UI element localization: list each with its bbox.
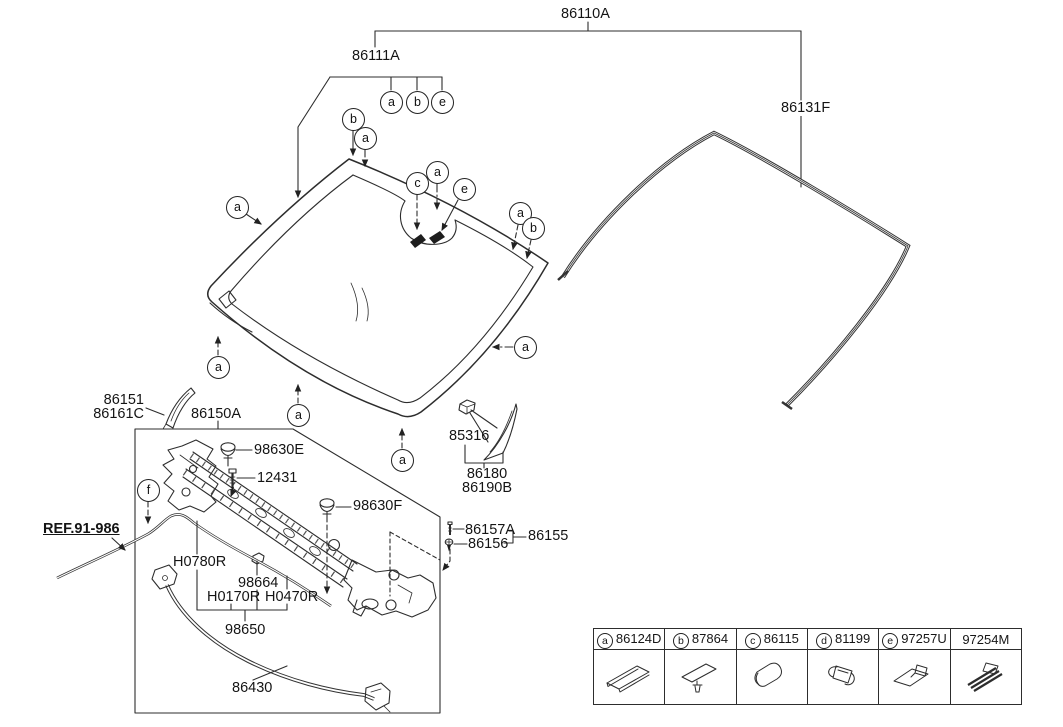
moulding-strip-icon [606,665,650,692]
callout-marker-c-mirror: c [406,172,429,195]
legend-cell-87864 [664,649,737,705]
callout-marker-e-mirror: e [453,178,476,201]
layered-pad-icon [967,662,1003,692]
legend-part-number: 97257U [901,630,947,646]
part-label-cowl-assy: 86150A [191,406,241,422]
part-label-hose-clip: 98664 [238,575,279,591]
part-label-garnish-lower: 86190B [462,479,512,496]
callout-marker-b-top: b [342,108,365,131]
part-label-glass: 86111A [352,48,400,64]
cowl-panel-drawing [162,439,441,618]
part-label-garnish-upper: 86180 [466,466,508,482]
legend-cell-97257u [878,649,951,705]
part-label-weatherstrip: 86430 [232,680,273,696]
part-label-bolt: 12431 [257,470,298,486]
molding-drawing [557,130,911,411]
legend-header-97254m: 97254M [949,628,1023,650]
part-label-pillar-trim: 86151 86161C [70,392,144,422]
rounded-pad-icon [754,662,782,687]
part-label-pillar-trim-upper: 86151 [103,392,144,408]
sensor-bracket-icon [893,664,929,686]
part-label-molding: 86131F [779,100,833,116]
part-label-hose-h0470r: H0470R [265,589,319,605]
callout-a-icon: a [596,632,613,649]
pillar-trim-drawing [162,387,196,430]
legend-cell-97254m [949,649,1023,705]
legend-cell-86115 [735,649,808,705]
leader-lines [111,407,527,681]
callout-leaders [144,130,532,525]
callout-marker-legend-e: e [431,91,454,114]
part-label-screw: 86156 [468,536,509,552]
part-label-washer-hose: 98650 [225,622,266,638]
callout-marker-a-right-low: a [514,336,537,359]
part-label-clip-e: 98630E [254,442,304,458]
fastener-icons [220,399,476,565]
legend-cell-81199 [806,649,880,705]
strip-with-clip-icon [681,663,717,692]
part-label-hose-h0780r: H0780R [173,554,227,570]
legend-part-number: 86115 [763,630,799,646]
legend-part-number: 81199 [835,630,871,646]
callout-marker-a-left: a [226,196,249,219]
part-label-hose-h0170r: H0170R [207,589,261,605]
callout-marker-a-bottom-right: a [391,449,414,472]
callout-marker-a-mirror: a [426,161,449,184]
legend-part-number: 87864 [691,630,729,646]
windshield-glass-drawing [207,158,549,418]
group-brackets [217,21,802,430]
callout-b-icon: b [672,632,689,649]
part-label-screw-washer: 86157A [465,522,515,538]
callout-marker-a-bottom-mid: a [287,404,310,427]
legend-part-number: 97254M [962,631,1010,647]
callout-marker-legend-a: a [380,91,403,114]
callout-d-icon: d [816,632,833,649]
legend-icon-row [592,649,1023,705]
weatherstrip-drawing [151,564,391,713]
callout-marker-legend-b: b [406,91,429,114]
part-label-clip-f: 98630F [353,498,403,514]
garnish-drawing [483,403,518,461]
part-label-pillar-trim-lower: 86161C [93,405,144,422]
part-label-windshield-assy: 86110A [561,6,610,22]
ref-link[interactable]: REF.91-986 [43,521,120,537]
callout-c-icon: c [744,632,761,649]
part-label-garnish: 86180 86190B [452,466,522,496]
callout-marker-a-bottom-left: a [207,356,230,379]
callout-marker-a-top: a [354,127,377,150]
legend-cell-86124d [592,649,666,705]
wire-clip-icon [828,665,855,685]
part-label-screw-set: 86155 [528,528,569,544]
part-label-clip-garnish: 85316 [449,428,490,444]
legend-part-number: 86124D [615,630,662,646]
callout-marker-f: f [137,479,160,502]
cowl-box [134,428,441,714]
callout-e-icon: e [882,632,899,649]
callout-marker-b-right: b [522,217,545,240]
washer-hose-drawing [56,513,332,608]
